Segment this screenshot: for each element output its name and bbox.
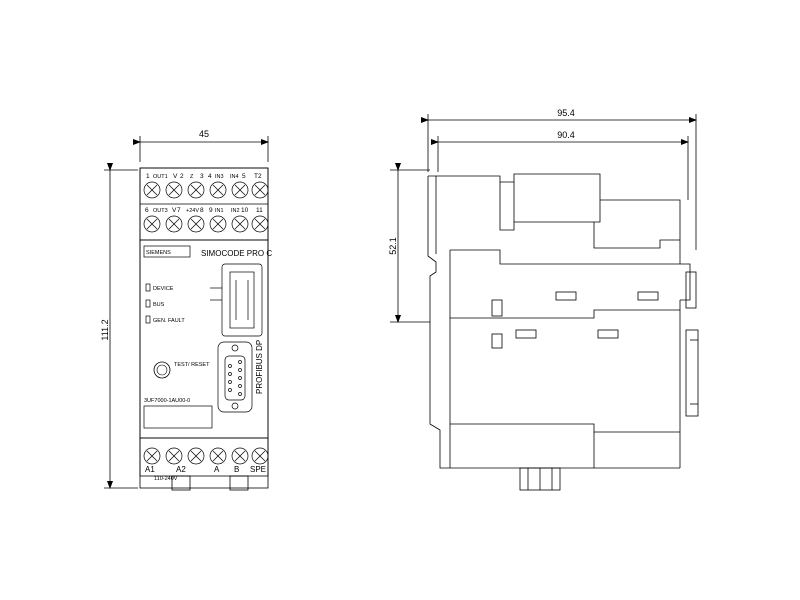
terminal-number: 4 — [208, 173, 212, 180]
terminal-row-2 — [143, 215, 269, 233]
terminal-row-bottom-labels: A1 A2 A B SPE 110-240V — [145, 465, 266, 482]
led-group: DEVICE BUS GEN. FAULT — [145, 283, 185, 324]
profibus-label: PROFIBUS DP — [255, 340, 264, 394]
front-height-dimension — [104, 163, 138, 489]
terminal-number: 8 — [200, 207, 204, 214]
led-fault-icon — [145, 315, 151, 324]
profibus-connector — [217, 341, 253, 413]
side-total-width-value: 95.4 — [557, 108, 575, 118]
terminal-label: +24V — [186, 208, 199, 214]
led-bus-icon — [145, 299, 151, 308]
side-height-value: 52.1 — [388, 237, 398, 255]
terminal-label-spe: SPE — [250, 465, 266, 474]
terminal-number: 10 — [241, 207, 249, 214]
brand-box — [143, 245, 191, 258]
product-name: SIMOCODE PRO C — [201, 249, 272, 258]
terminal-number: 2 — [180, 173, 184, 180]
side-inner-width-dimension — [431, 136, 689, 200]
terminal-label: V — [172, 207, 177, 214]
terminal-number: 1 — [146, 173, 150, 180]
test-reset-label: TEST/ RESET — [174, 362, 210, 368]
supply-voltage-label: 110-240V — [154, 476, 178, 482]
led-bus-label: BUS — [153, 302, 165, 308]
terminal-row-1 — [143, 181, 269, 199]
side-inner-width-value: 90.4 — [557, 130, 575, 140]
terminal-label-b: B — [234, 465, 239, 474]
test-reset-button-icon — [153, 361, 171, 379]
terminal-label: OUT1 — [153, 174, 168, 180]
side-height-dimension — [390, 163, 430, 323]
side-total-width-dimension — [421, 114, 697, 250]
terminal-label-a1: A1 — [145, 465, 155, 474]
terminal-label: IN2 — [231, 208, 240, 214]
system-interface-slot — [210, 263, 263, 337]
led-fault-label: GEN. FAULT — [153, 318, 185, 324]
terminal-label: V — [173, 173, 178, 180]
terminal-label: IN1 — [215, 208, 224, 214]
terminal-number: 9 — [209, 207, 213, 214]
led-device-label: DEVICE — [153, 286, 174, 292]
terminal-label-a: A — [214, 465, 220, 474]
terminal-label-a2: A2 — [176, 465, 186, 474]
label-field — [143, 405, 213, 429]
front-view — [139, 167, 269, 491]
terminal-number: 6 — [145, 207, 149, 214]
front-width-dimension — [133, 136, 269, 162]
terminal-row-bottom — [143, 447, 269, 465]
terminal-number: 3 — [200, 173, 204, 180]
terminal-label: IN3 — [215, 174, 224, 180]
order-number: 3UF7000-1AU00-0 — [144, 398, 190, 404]
test-reset-inner-icon — [156, 364, 168, 376]
terminal-row-1-labels: 1 OUT1 V 2 Z 3 4 IN3 IN4 5 T2 — [146, 173, 262, 180]
terminal-number: 7 — [177, 207, 181, 214]
front-height-value: 111.2 — [100, 319, 110, 340]
terminal-number: 5 — [242, 173, 246, 180]
led-device-icon — [145, 283, 151, 292]
terminal-label: Z — [190, 174, 194, 180]
terminal-label: OUT3 — [153, 208, 168, 214]
side-view — [427, 173, 699, 491]
terminal-label: IN4 — [230, 174, 239, 180]
brand-logo: SIEMENS — [146, 250, 171, 256]
front-width-value: 45 — [199, 129, 209, 139]
terminal-number: T2 — [254, 173, 262, 180]
terminal-number: 11 — [256, 207, 263, 214]
terminal-row-2-labels: 6 OUT3 V 7 +24V 8 9 IN1 IN2 10 11 — [145, 207, 263, 214]
